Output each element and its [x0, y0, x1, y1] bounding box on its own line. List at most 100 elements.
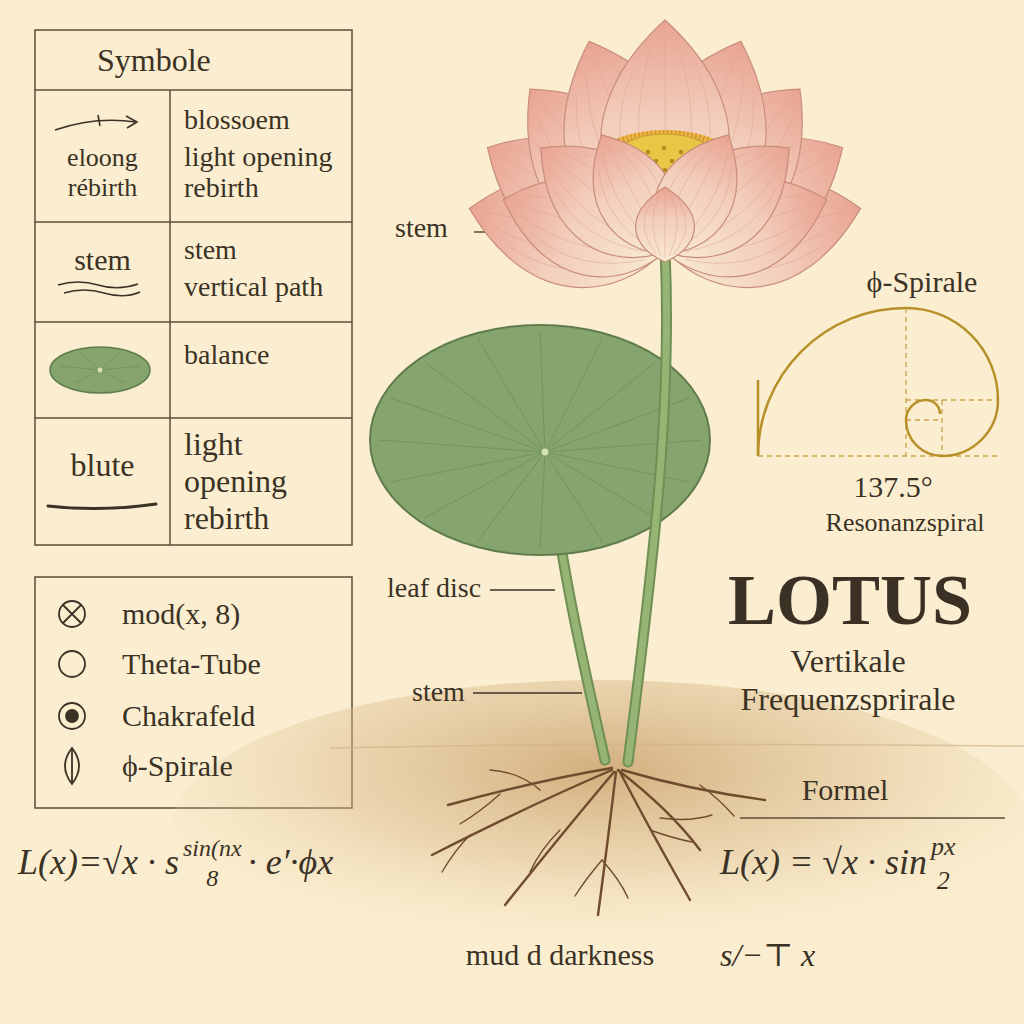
- legend-symbol: [66, 710, 78, 722]
- table-cell: balance: [170, 322, 352, 418]
- leaf-symbol: [98, 368, 103, 373]
- leaf-symbol: [50, 347, 150, 393]
- table-cell: blossoem light opening rebirth: [170, 90, 352, 222]
- cell-text: blute: [39, 446, 166, 484]
- roots: [432, 768, 765, 915]
- legend-text: Theta-Tube: [122, 646, 261, 682]
- cell-text: balance: [184, 338, 346, 372]
- table-cell: stemvertical path: [170, 222, 352, 322]
- table-grid: [35, 321, 352, 323]
- roots: [700, 785, 734, 816]
- formula-term: sin(nx: [183, 834, 242, 863]
- legend-symbol: [71, 750, 73, 782]
- phi-spiral: [758, 308, 998, 456]
- symbol-table: Symbole eloong rébirth blossoem light openi…: [35, 30, 352, 545]
- angle-value: 137.5°: [853, 469, 933, 505]
- roots: [622, 770, 765, 800]
- arrow-symbol: [55, 120, 136, 130]
- lotus-flower: [636, 187, 695, 262]
- formula-term: 8: [206, 864, 218, 893]
- formula-rule: [740, 817, 1005, 818]
- phi-spiral: [757, 380, 760, 456]
- lotus-flower: [458, 20, 873, 305]
- flower-stem: [628, 250, 667, 762]
- spiral-guides: [906, 419, 942, 420]
- formula-term: px: [931, 831, 956, 862]
- leaf-symbol: [50, 347, 150, 393]
- roots: [432, 770, 612, 855]
- wave-symbol: [64, 290, 140, 296]
- lotus-flower: [632, 117, 762, 272]
- roots: [448, 768, 612, 805]
- leaf-symbol: [60, 352, 140, 383]
- lotus-flower: [679, 150, 683, 154]
- formula-heading: Formel: [802, 772, 889, 808]
- mud-ground: [330, 744, 1024, 748]
- roots: [660, 815, 712, 819]
- legend-text: ϕ-Spirale: [122, 748, 233, 784]
- roots: [620, 772, 690, 900]
- formula-rule: [740, 817, 1005, 818]
- legend-symbol: [59, 703, 85, 729]
- table-grid: [35, 30, 352, 545]
- lotus-flower: [646, 150, 650, 154]
- roots: [432, 768, 765, 915]
- legend-symbol: [59, 651, 85, 677]
- table-cell: blute: [35, 418, 170, 545]
- table-grid: [169, 90, 171, 545]
- line-symbol: [48, 504, 156, 509]
- part-label: stem: [395, 211, 448, 245]
- table-cell: stem: [35, 222, 170, 322]
- roots: [575, 860, 602, 896]
- table-cell: eloong rébirth: [35, 90, 170, 222]
- phi-spiral: [758, 308, 998, 456]
- leader-line: [473, 692, 582, 693]
- flower-stem: [628, 250, 667, 762]
- cell-text: eloong rébirth: [39, 143, 166, 203]
- legend-symbol: [63, 605, 81, 623]
- title: LOTUS: [728, 560, 972, 640]
- table-grid: [35, 30, 352, 545]
- table-grid: [35, 89, 352, 91]
- flower-stem: [628, 250, 667, 762]
- table-heading: Symbole: [35, 30, 352, 90]
- table-cell: light opening rebirth: [170, 418, 352, 545]
- roots: [442, 835, 470, 872]
- roots: [442, 770, 734, 898]
- legend-text: Chakrafeld: [122, 698, 255, 734]
- table-grid: [35, 221, 352, 223]
- roots: [650, 830, 692, 842]
- part-label: stem: [412, 675, 465, 709]
- table-grid: [35, 417, 352, 419]
- spiral-guides: [941, 400, 942, 456]
- legend-text: mod(x, 8): [122, 596, 240, 632]
- lotus-flower: [670, 159, 674, 163]
- arrow-symbol: [126, 116, 137, 128]
- lotus-flower: [662, 146, 666, 150]
- roots: [530, 830, 560, 872]
- subtitle: Vertikale Frequenzsprirale: [703, 642, 993, 718]
- cell-text: light opening rebirth: [184, 141, 346, 203]
- roots: [602, 860, 628, 898]
- cell-text: vertical path: [184, 270, 346, 304]
- formula-term: s/−⊤ x: [720, 936, 815, 974]
- legend-symbol: [65, 748, 79, 784]
- formula-term: L(x) = √x · sin: [720, 841, 927, 884]
- roots: [490, 770, 540, 790]
- roots: [460, 794, 500, 824]
- line-symbol: [48, 504, 156, 509]
- spiral-label: Resonanzspiral: [826, 507, 985, 538]
- cell-text: stem: [184, 233, 346, 267]
- spiral-guides: [758, 308, 998, 456]
- roots: [618, 770, 700, 850]
- leader-line: [490, 589, 555, 590]
- roots: [598, 772, 616, 915]
- formula-term: 2: [937, 865, 950, 896]
- leaf-disc: [542, 449, 549, 456]
- cell-text: stem: [39, 243, 166, 277]
- cell-text: blossoem: [184, 103, 346, 137]
- spiral-guides: [758, 455, 998, 456]
- formula-term: L(x)=√x · s: [18, 841, 179, 884]
- part-label: mud d darkness: [466, 937, 654, 973]
